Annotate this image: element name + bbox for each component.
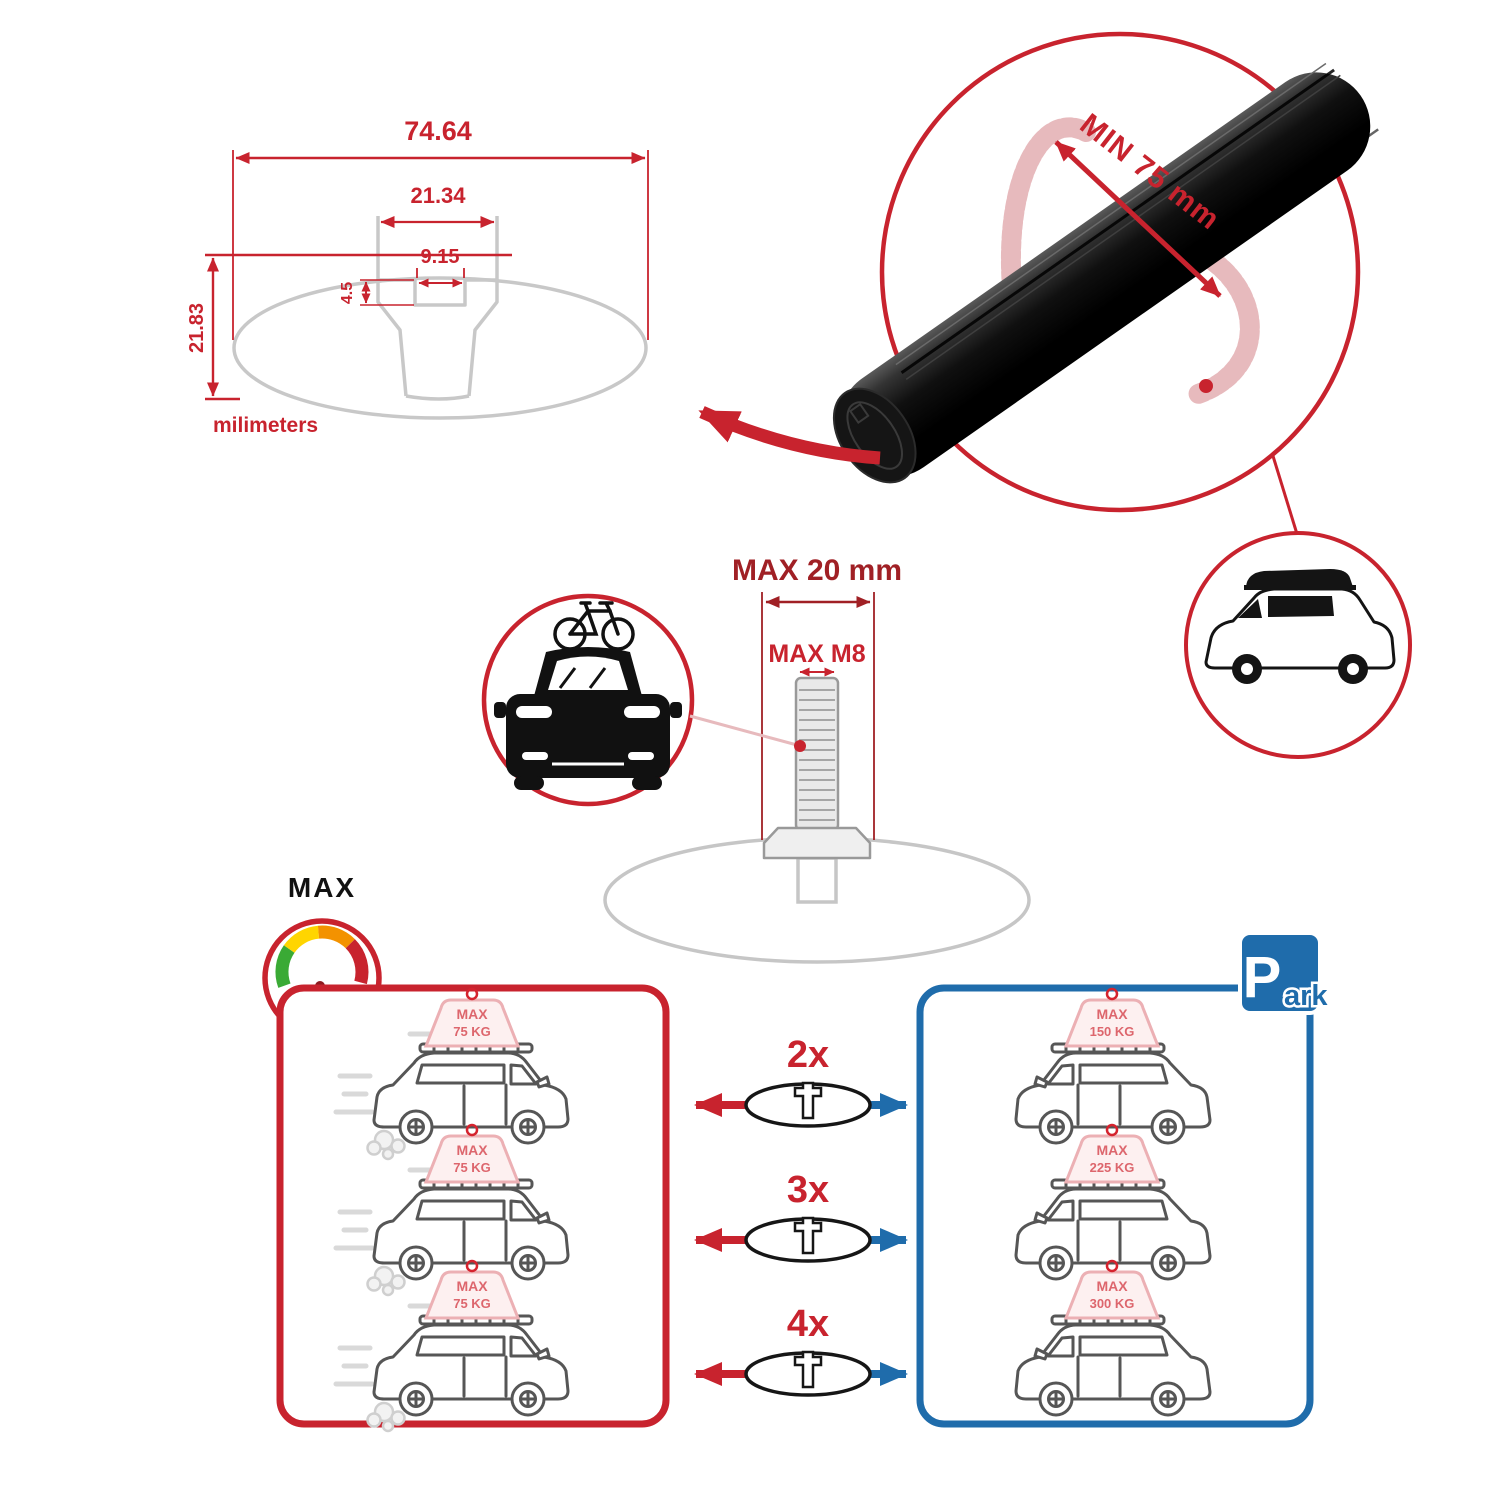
tent-hook-icon (465, 1259, 479, 1273)
park-sign-ark: ark (1284, 980, 1328, 1012)
park-sign-square (1238, 931, 1322, 1015)
max-bolt-size-label: MAX M8 (768, 640, 865, 668)
load-tent: MAX 75 KG (423, 1259, 521, 1320)
exhaust-puffs (366, 1265, 406, 1297)
suv-parked: MAX 300 KG (1014, 1259, 1212, 1417)
tent-hook-icon (465, 1123, 479, 1137)
circle-connector (1271, 455, 1299, 535)
crossbar-profile-drawing (232, 216, 648, 420)
load-tent: MAX 150 KG (1063, 987, 1161, 1048)
min-span-arrow (1054, 140, 1222, 298)
channel-width-ext-lines (761, 592, 875, 840)
row-multiplier: 3x (787, 1169, 829, 1211)
load-tent: MAX 75 KG (423, 1123, 521, 1184)
park-sign-p: P (1243, 945, 1282, 1010)
dimension-lines (205, 150, 649, 401)
max-channel-width-label: MAX 20 mm (732, 554, 902, 587)
bike-icon (553, 601, 635, 651)
detail-circle-outline (879, 31, 1361, 513)
load-tent: MAX 75 KG (423, 987, 521, 1048)
load-max-label: MAX (1096, 1006, 1128, 1022)
suv-parked: MAX 225 KG (1014, 1123, 1212, 1281)
motion-streaks (333, 1167, 437, 1251)
suv-driving: MAX 75 KG (333, 1259, 570, 1433)
load-value: 225 KG (1090, 1160, 1135, 1175)
slot-depth-value: 4.5 (339, 282, 356, 304)
load-value: 75 KG (453, 1296, 491, 1311)
load-row: MAX 75 KG 3x MAX 225 KG (333, 1123, 1212, 1297)
suv-driving: MAX 75 KG (333, 1123, 570, 1297)
slot-opening-width-value: 9.15 (421, 246, 460, 268)
tent-hook-icon (465, 987, 479, 1001)
suv-parked: MAX 150 KG (1014, 987, 1212, 1145)
detail-arrow (698, 406, 881, 465)
park-sign: P ark (1238, 931, 1331, 1015)
profile-height-value: 21.83 (186, 303, 208, 353)
tent-hook-icon (1105, 1259, 1119, 1273)
bolt-connector (689, 714, 798, 747)
speed-max-label: MAX (288, 872, 356, 903)
load-value: 300 KG (1090, 1296, 1135, 1311)
bolt-dot (794, 740, 806, 752)
load-comparison: P ark MAX 75 KG 2x (276, 931, 1331, 1433)
suv-roofbox-circle (1184, 531, 1412, 759)
row-multiplier: 4x (787, 1303, 829, 1345)
load-value: 75 KG (453, 1160, 491, 1175)
load-max-label: MAX (456, 1006, 488, 1022)
load-value: 75 KG (453, 1024, 491, 1039)
suv-roofbox-icon (1204, 569, 1396, 684)
crossbar-section-icon (744, 1216, 872, 1263)
motion-streaks (333, 1031, 437, 1115)
exhaust-puffs (366, 1401, 406, 1433)
units-label: milimeters (213, 414, 318, 437)
bolt-diagram: MAX 20 mm MAX M8 (481, 554, 1031, 964)
slot-outer-width-value: 21.34 (410, 183, 466, 208)
load-value: 150 KG (1090, 1024, 1135, 1039)
load-max-label: MAX (1096, 1142, 1128, 1158)
suv-driving: MAX 75 KG (333, 987, 570, 1161)
clamp-dot (1199, 379, 1213, 393)
load-tent: MAX 300 KG (1063, 1259, 1161, 1320)
load-row: MAX 75 KG 2x MAX 150 KG (333, 987, 1212, 1161)
exhaust-puffs (366, 1129, 406, 1161)
profile-dimension-diagram: 74.64 21.34 9.15 4.5 21.83 milimeters (186, 116, 649, 437)
motion-streaks (333, 1303, 437, 1387)
row-multiplier: 2x (787, 1034, 829, 1076)
crossbar-section-icon (744, 1350, 872, 1397)
crossbar-detail-circle: MIN 75 mm (698, 31, 1379, 535)
tent-hook-icon (1105, 987, 1119, 1001)
car-front-icon (494, 647, 682, 790)
bolt-icon (762, 676, 872, 860)
load-max-label: MAX (1096, 1278, 1128, 1294)
load-max-label: MAX (456, 1278, 488, 1294)
tent-hook-icon (1105, 1123, 1119, 1137)
load-row: MAX 75 KG 4x MAX 300 KG (333, 1259, 1212, 1433)
load-tent: MAX 225 KG (1063, 1123, 1161, 1184)
total-width-value: 74.64 (404, 116, 472, 146)
crossbar-section-icon (744, 1081, 872, 1128)
car-bike-circle (481, 593, 695, 807)
load-max-label: MAX (456, 1142, 488, 1158)
